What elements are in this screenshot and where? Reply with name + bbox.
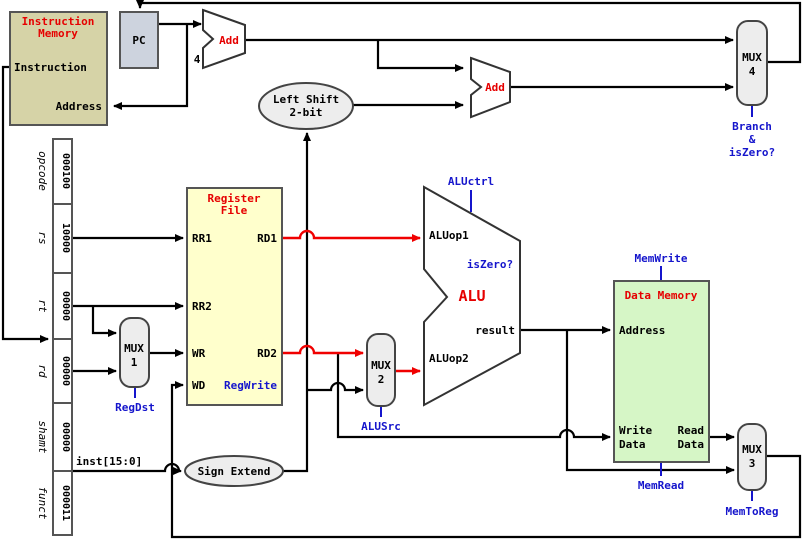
field-name-rt: rt — [36, 299, 49, 313]
wire-pc-branch-to-address — [113, 24, 189, 110]
field-box-funct — [52, 470, 73, 536]
mux1-label: MUX — [124, 342, 144, 355]
pc-box — [119, 11, 159, 69]
sign-extend-label: Sign Extend — [198, 465, 271, 478]
port-aluop1: ALUop1 — [429, 229, 469, 242]
port-read-data2: Data — [678, 438, 705, 451]
port-write-data1: Write — [619, 424, 652, 437]
iszero-branch-signal: isZero? — [729, 146, 775, 159]
wire-mux3-to-wd-loop — [170, 381, 802, 539]
iszero-signal: isZero? — [467, 258, 513, 271]
and-signal: & — [749, 133, 756, 146]
adder2-label: Add — [485, 81, 505, 94]
field-value-shamt: 00000 — [60, 422, 71, 452]
mux4-label: MUX — [742, 51, 762, 64]
field-value-opcode: 000100 — [60, 153, 71, 189]
port-dm-address: Address — [619, 324, 665, 337]
field-value-rs: 10000 — [60, 223, 71, 253]
port-aluop2: ALUop2 — [429, 352, 469, 365]
port-instruction: Instruction — [14, 61, 87, 74]
port-rr1: RR1 — [192, 232, 212, 245]
register-file-box — [186, 187, 283, 406]
wire-signextend-to-leftshift — [283, 132, 311, 473]
field-value-funct: 000011 — [60, 485, 71, 521]
branch-signal: Branch — [732, 120, 772, 133]
sign-extend-ellipse — [184, 455, 284, 487]
port-address: Address — [56, 100, 102, 113]
mux3-number: 3 — [749, 457, 756, 470]
wire-signextend-branch-to-mux2 — [307, 381, 364, 394]
adder1-const-4: 4 — [194, 53, 201, 66]
alusrc-signal: ALUSrc — [361, 420, 401, 433]
field-name-rs: rs — [36, 231, 49, 244]
field-value-rt: 00000 — [60, 291, 71, 321]
mux1-shape — [119, 317, 150, 388]
memread-signal: MemRead — [638, 479, 684, 492]
memwrite-signal: MemWrite — [635, 252, 688, 265]
wire-rt-branch-to-mux1 — [91, 306, 117, 337]
alu-shape — [423, 185, 521, 407]
wire-rd2-to-mux2 — [282, 344, 364, 357]
mux4-number: 4 — [749, 65, 756, 78]
data-memory-box — [613, 280, 710, 463]
mux1-number: 1 — [131, 356, 138, 369]
instruction-memory-title2: Memory — [38, 27, 78, 40]
port-wr: WR — [192, 347, 206, 360]
inst-bus-label: inst[15:0] — [76, 455, 142, 468]
adder1-label: Add — [219, 34, 239, 47]
field-value-rd: 00000 — [60, 356, 71, 386]
pc-label: PC — [132, 34, 145, 47]
field-name-shamt: shamt — [36, 420, 49, 453]
wire-instruction-to-fields — [1, 65, 49, 343]
field-name-opcode: opcode — [36, 151, 49, 191]
mux3-shape — [737, 423, 767, 491]
regwrite-signal: RegWrite — [224, 379, 277, 392]
register-file-title2: File — [221, 204, 248, 217]
mux3-label: MUX — [742, 443, 762, 456]
wire-mux4-to-pc-loop — [136, 0, 802, 64]
instruction-fields-column: 000100 10000 00000 00000 00000 000011 op… — [36, 138, 73, 536]
wire-add1-branch-to-add2 — [376, 40, 464, 72]
left-shift-label1: Left Shift — [273, 93, 339, 106]
adder1-shape — [202, 8, 246, 70]
instruction-memory-box — [9, 11, 108, 126]
left-shift-label2: 2-bit — [289, 106, 322, 119]
mux2-number: 2 — [378, 373, 385, 386]
register-file-title1: Register — [208, 192, 261, 205]
field-name-funct: funct — [36, 486, 49, 519]
port-rd1: RD1 — [257, 232, 277, 245]
left-shift-ellipse — [258, 82, 354, 130]
mux4-shape — [736, 20, 768, 106]
memtoreg-signal: MemToReg — [726, 505, 779, 518]
port-wd: WD — [192, 379, 206, 392]
instruction-memory-title: Instruction — [22, 15, 95, 28]
port-read-data1: Read — [678, 424, 705, 437]
regdst-signal: RegDst — [115, 401, 155, 414]
wire-result-branch-to-mux3 — [565, 330, 735, 474]
port-rr2: RR2 — [192, 300, 212, 313]
adder2-shape — [470, 56, 511, 119]
mux2-shape — [366, 333, 396, 407]
aluctrl-signal: ALUctrl — [448, 175, 494, 188]
port-rd2: RD2 — [257, 347, 277, 360]
mux2-label: MUX — [371, 359, 391, 372]
wire-rd1-to-aluop1 — [282, 229, 421, 242]
alu-label: ALU — [458, 287, 485, 305]
data-memory-title: Data Memory — [625, 289, 698, 302]
port-result: result — [475, 324, 515, 337]
field-name-rd: rd — [36, 364, 49, 378]
port-write-data2: Data — [619, 438, 646, 451]
